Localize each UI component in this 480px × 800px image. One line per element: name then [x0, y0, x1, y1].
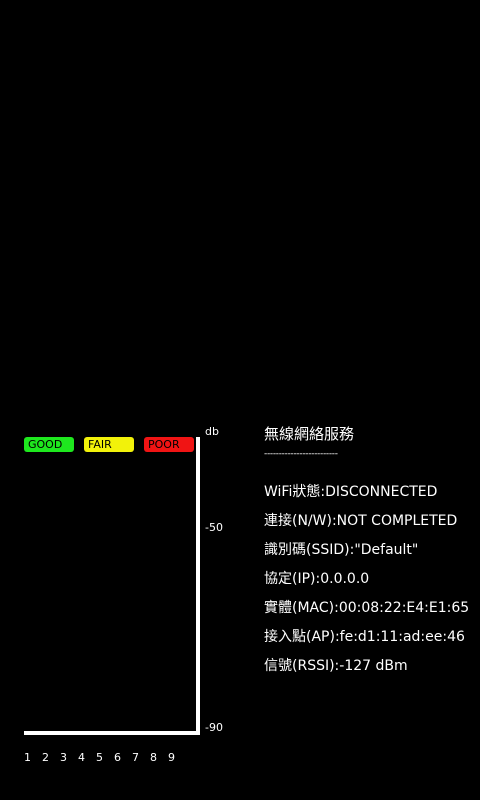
ssid-text: 識別碼(SSID):"Default" [264, 542, 419, 558]
x-tick-label: 2 [42, 751, 49, 764]
ap-text: 接入點(AP):fe:d1:11:ad:ee:46 [264, 629, 465, 645]
y-tick-label: -50 [205, 521, 223, 534]
x-tick-label: 9 [168, 751, 175, 764]
info-title: 無線網絡服務 [264, 425, 355, 443]
chart-x-axis [24, 731, 200, 735]
x-tick-label: 5 [96, 751, 103, 764]
wifi-status-text: WiFi狀態:DISCONNECTED [264, 484, 438, 500]
legend-poor: POOR [144, 437, 194, 452]
x-tick-label: 8 [150, 751, 157, 764]
x-tick-label: 7 [132, 751, 139, 764]
x-tick-label: 6 [114, 751, 121, 764]
x-tick-label: 1 [24, 751, 31, 764]
info-divider: ------------------------- [264, 449, 338, 459]
y-axis-unit: db [205, 425, 219, 438]
x-tick-label: 4 [78, 751, 85, 764]
chart-y-axis [196, 437, 200, 735]
connection-status-text: 連接(N/W):NOT COMPLETED [264, 513, 458, 529]
rssi-text: 信號(RSSI):-127 dBm [264, 658, 408, 674]
ip-text: 協定(IP):0.0.0.0 [264, 571, 370, 587]
y-tick-label: -90 [205, 721, 223, 734]
legend-good: GOOD [24, 437, 74, 452]
mac-text: 實體(MAC):00:08:22:E4:E1:65 [264, 600, 470, 616]
x-tick-label: 3 [60, 751, 67, 764]
legend-fair: FAIR [84, 437, 134, 452]
